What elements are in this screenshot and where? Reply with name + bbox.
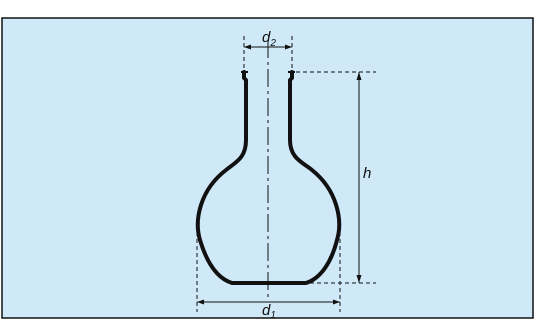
h-arrow-top [356, 72, 362, 80]
h-arrow-bottom [356, 275, 362, 283]
d2-label: d2 [262, 29, 276, 49]
d2-arrow-left [244, 44, 251, 50]
d1-label: d1 [262, 302, 276, 320]
d1-arrow-left [197, 299, 204, 305]
h-label: h [363, 165, 371, 182]
d1-arrow-right [333, 299, 340, 305]
flask-outline [195, 70, 342, 285]
d2-arrow-right [285, 44, 292, 50]
